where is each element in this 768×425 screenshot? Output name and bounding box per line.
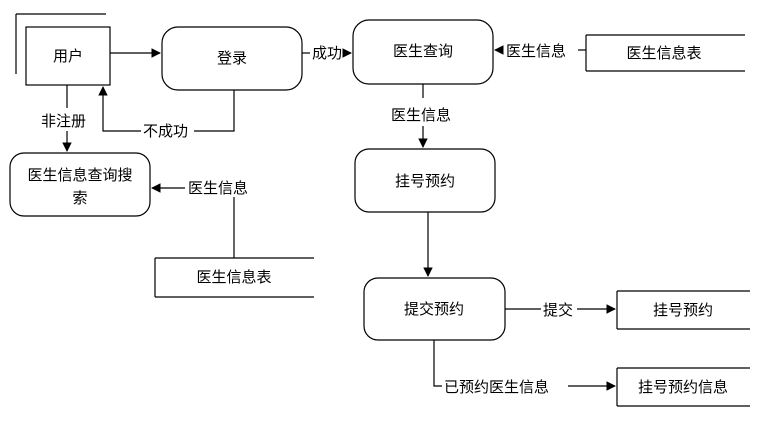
submit-booking-process: 提交预约 xyxy=(363,277,506,341)
edge-doctor-info-right-label: 医生信息 xyxy=(506,42,566,60)
doctor-table-top-store: 医生信息表 xyxy=(585,34,745,72)
doctor-search-label-line1: 医生信息查询搜 xyxy=(27,166,132,184)
submit-booking-label: 提交预约 xyxy=(404,300,464,318)
register-booking-store: 挂号预约 xyxy=(616,290,750,330)
register-booking-info-store-label: 挂号预约信息 xyxy=(638,378,728,396)
edge-booked-info-start xyxy=(433,340,442,387)
user-label: 用户 xyxy=(53,47,83,65)
register-booking-store-label: 挂号预约 xyxy=(653,301,713,319)
edge-submit-label: 提交 xyxy=(543,301,573,319)
user-entity: 用户 xyxy=(15,13,111,86)
edge-unregistered-label: 非注册 xyxy=(41,112,86,130)
doctor-table-bottom-label: 医生信息表 xyxy=(196,268,271,286)
doctor-table-bottom-store: 医生信息表 xyxy=(154,257,314,298)
edge-doctor-info-left-label: 医生信息 xyxy=(188,179,248,197)
doctor-search-process: 医生信息查询搜 索 xyxy=(9,152,151,217)
doctor-search-label-line2: 索 xyxy=(72,189,87,207)
doctor-query-process: 医生查询 xyxy=(352,19,494,85)
login-process: 登录 xyxy=(161,26,303,91)
doctor-table-top-label: 医生信息表 xyxy=(626,44,701,62)
edge-fail-arrow xyxy=(98,86,141,132)
edge-fail-label: 不成功 xyxy=(143,122,188,140)
register-booking-info-store: 挂号预约信息 xyxy=(616,367,750,407)
login-label: 登录 xyxy=(217,49,247,67)
register-booking-process: 挂号预约 xyxy=(354,148,496,213)
doctor-query-label: 医生查询 xyxy=(393,42,453,60)
edge-doctor-info-down-label: 医生信息 xyxy=(391,106,451,124)
edge-success-label: 成功 xyxy=(312,44,342,62)
edge-fail-right xyxy=(194,90,235,132)
edge-booked-info-label: 已预约医生信息 xyxy=(444,378,549,396)
register-booking-label: 挂号预约 xyxy=(395,172,455,190)
